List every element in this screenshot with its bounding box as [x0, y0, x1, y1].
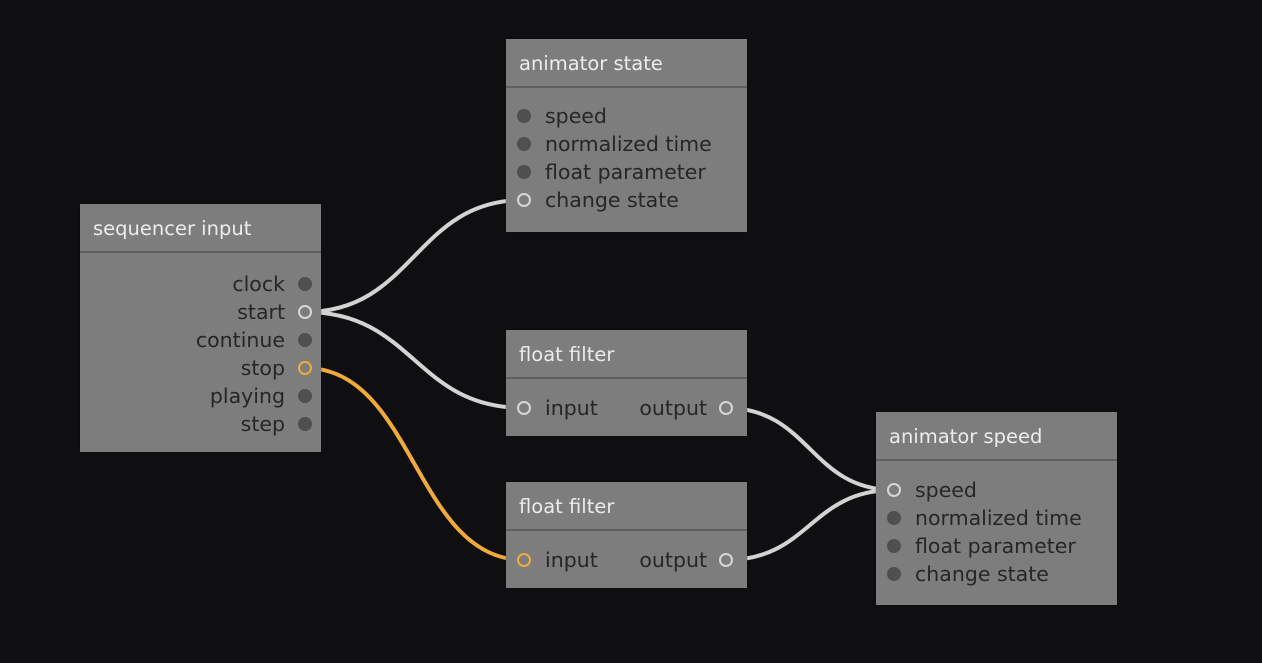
input-port-normalized-time[interactable]: normalized time	[876, 504, 1117, 532]
input-port-label: input	[545, 548, 598, 572]
output-port-label: output	[639, 548, 707, 572]
port-socket-input[interactable]	[517, 401, 531, 415]
port-socket-input[interactable]	[517, 553, 531, 567]
port-socket-playing[interactable]	[298, 389, 312, 403]
port-label: stop	[240, 356, 285, 380]
node-title[interactable]: animator state	[506, 39, 747, 88]
port-label: float parameter	[545, 160, 706, 184]
connection-start-to-change-state[interactable]	[303, 198, 526, 314]
port-socket-clock[interactable]	[298, 277, 312, 291]
port-socket-normalized-time[interactable]	[887, 511, 901, 525]
port-label: clock	[232, 272, 285, 296]
port-label: normalized time	[915, 506, 1082, 530]
port-socket-float-parameter[interactable]	[887, 539, 901, 553]
input-port-speed[interactable]: speed	[506, 102, 747, 130]
input-port-change-state[interactable]: change state	[506, 186, 747, 214]
node-title[interactable]: sequencer input	[80, 204, 321, 253]
input-port-float-parameter[interactable]: float parameter	[506, 158, 747, 186]
node-sequencer-input[interactable]: sequencer input clock start continue sto…	[80, 204, 321, 452]
input-port-normalized-time[interactable]: normalized time	[506, 130, 747, 158]
output-port-label: output	[639, 396, 707, 420]
port-socket-speed[interactable]	[887, 483, 901, 497]
port-socket-change-state[interactable]	[517, 193, 531, 207]
port-row: input output	[506, 394, 747, 422]
output-port-start[interactable]: start	[80, 298, 321, 326]
output-port-step[interactable]: step	[80, 410, 321, 438]
port-socket-output[interactable]	[719, 401, 733, 415]
connection-stop-to-float-filter-2-input[interactable]	[303, 366, 526, 562]
port-socket-speed[interactable]	[517, 109, 531, 123]
input-port-speed[interactable]: speed	[876, 476, 1117, 504]
port-socket-normalized-time[interactable]	[517, 137, 531, 151]
port-socket-stop[interactable]	[298, 361, 312, 375]
node-title[interactable]: animator speed	[876, 412, 1117, 461]
node-float-filter[interactable]: float filter input output	[506, 330, 747, 436]
output-port-clock[interactable]: clock	[80, 270, 321, 298]
connection-start-to-float-filter-input[interactable]	[303, 310, 526, 410]
port-socket-float-parameter[interactable]	[517, 165, 531, 179]
port-label: speed	[545, 104, 607, 128]
connection-float-filter-output-to-speed[interactable]	[724, 406, 896, 492]
port-socket-change-state[interactable]	[887, 567, 901, 581]
output-port-playing[interactable]: playing	[80, 382, 321, 410]
port-label: change state	[545, 188, 679, 212]
node-animator-state[interactable]: animator state speed normalized time flo…	[506, 39, 747, 232]
port-socket-step[interactable]	[298, 417, 312, 431]
port-row: input output	[506, 546, 747, 574]
port-label: step	[240, 412, 285, 436]
input-port-change-state[interactable]: change state	[876, 560, 1117, 588]
port-socket-output[interactable]	[719, 553, 733, 567]
port-label: float parameter	[915, 534, 1076, 558]
port-label: playing	[209, 384, 285, 408]
node-title[interactable]: float filter	[506, 482, 747, 531]
port-label: normalized time	[545, 132, 712, 156]
port-socket-start[interactable]	[298, 305, 312, 319]
port-socket-continue[interactable]	[298, 333, 312, 347]
output-port-stop[interactable]: stop	[80, 354, 321, 382]
input-port-label: input	[545, 396, 598, 420]
port-label: change state	[915, 562, 1049, 586]
input-port-float-parameter[interactable]: float parameter	[876, 532, 1117, 560]
node-title[interactable]: float filter	[506, 330, 747, 379]
output-port-continue[interactable]: continue	[80, 326, 321, 354]
port-label: start	[237, 300, 285, 324]
node-float-filter-2[interactable]: float filter input output	[506, 482, 747, 588]
connection-float-filter-2-output-to-speed[interactable]	[724, 488, 896, 562]
port-label: speed	[915, 478, 977, 502]
node-animator-speed[interactable]: animator speed speed normalized time flo…	[876, 412, 1117, 605]
port-label: continue	[195, 328, 285, 352]
